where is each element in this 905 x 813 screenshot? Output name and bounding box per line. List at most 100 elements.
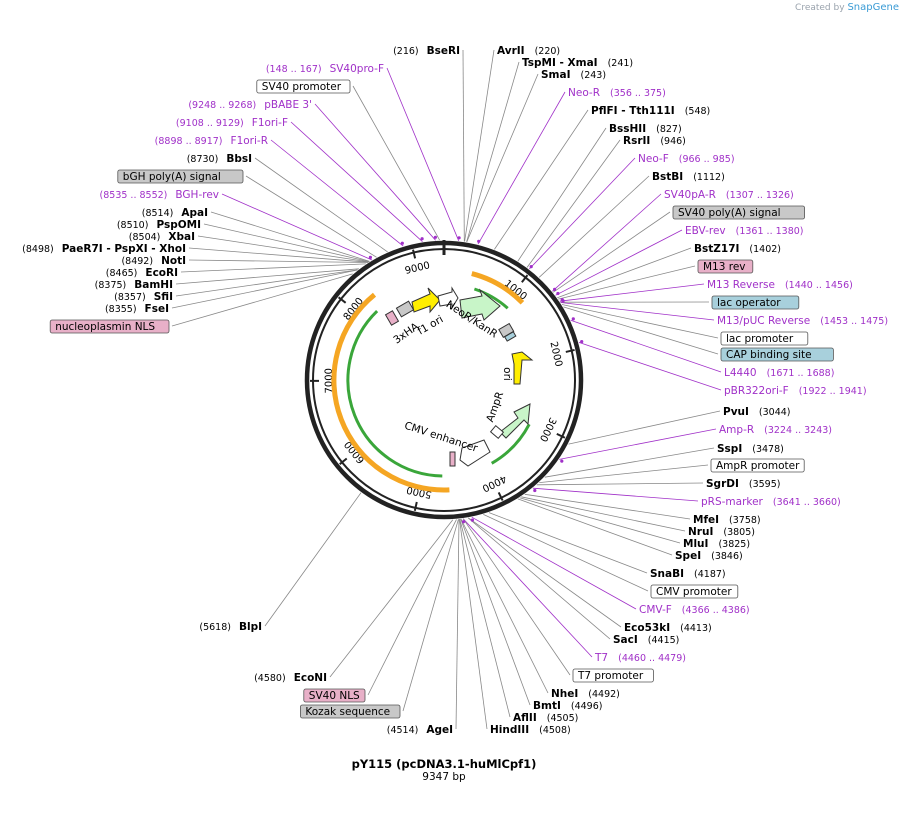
feature-box [650,584,739,599]
enzyme-name: Eco53kI [624,622,670,634]
feature-label: CAP binding site [726,349,812,361]
leader-line [483,514,649,592]
nucleoplasmin-nls-box [384,310,400,326]
leader-line [578,342,722,391]
leader-line [459,519,511,718]
map-label: BlpI(5618) [199,621,262,633]
inner-feature-label: f1 ori [416,313,446,337]
site-position: (4496) [571,701,603,712]
leader-line [552,211,671,293]
enzyme-name: BstZ17I [694,243,739,255]
site-position: (548) [685,106,711,117]
primer-site-mark [433,235,437,239]
leader-line [570,319,722,373]
cmv-enhancer-arrow [459,439,491,467]
primer-site-mark [461,520,466,524]
enzyme-name: NheI [551,688,578,700]
map-label: MluI(3825) [683,538,750,550]
site-position: (1922 .. 1941) [799,386,867,397]
map-label: nucleoplasmin NLS [49,319,170,334]
site-position: (1453 .. 1475) [820,316,888,327]
label-leaders [171,49,722,730]
leader-line [468,517,622,628]
feature-label: bGH poly(A) signal [123,171,221,183]
site-position: (1402) [749,244,781,255]
map-label: BGH-rev(8535 .. 8552) [100,189,219,201]
leader-line [559,428,717,460]
map-label: BamHI(8375) [95,279,173,291]
enzyme-name: PspOMI [156,219,201,231]
inner-feature-label: ori [501,367,513,381]
ruler-tick [521,274,529,283]
ruler-tick [412,249,417,259]
map-label: Eco53kI(4413) [624,622,712,634]
primer-name: EBV-rev [685,225,726,237]
primer-name: T7 [594,652,608,664]
ruler-tick [556,433,566,439]
site-position: (946) [660,136,686,147]
ruler-tick-label: 3000 [537,415,558,443]
feature-label: SV40 promoter [262,81,342,93]
enzyme-name: BmtI [533,700,561,712]
site-position: (4508) [539,725,571,736]
leader-line [561,304,719,339]
map-label: T7 promoter [572,668,654,683]
site-position: (8465) [106,268,138,279]
site-position: (3478) [752,444,784,455]
enzyme-name: MfeI [693,514,719,526]
map-label: pBR322ori-F(1922 .. 1941) [724,385,867,397]
feature-box [697,259,754,274]
site-position: (8498) [22,244,54,255]
neor-orange-arc [471,271,525,305]
feature-box [117,169,244,184]
map-label: EBV-rev(1361 .. 1380) [685,225,804,237]
feature-label: CMV promoter [656,586,732,598]
feature-box [672,205,806,220]
map-label: RsrII(946) [623,135,686,147]
map-label: M13/pUC Reverse (1453 .. 1475) [717,315,888,327]
ruler-tick [339,457,348,465]
enzyme-name: BamHI [134,279,173,291]
map-label: NruI(3805) [688,526,755,538]
map-label: pBABE 3'(9248 .. 9268) [188,99,312,111]
map-label: MfeI(3758) [693,514,761,526]
primer-name: SV40pA-R [664,189,716,201]
map-label: BstBI(1112) [652,171,725,183]
primer-site-mark [470,518,474,522]
leader-line [175,268,359,285]
map-label: SspI (3478) [717,443,784,455]
cpf1-cds-green-arc [346,310,443,478]
enzyme-name: AvrII [497,45,525,57]
primer-site-mark [457,236,461,240]
leader-line [559,283,705,302]
map-label: F1ori-R(8898 .. 8917) [155,135,268,147]
ampr-arrow [499,403,531,439]
enzyme-name: PvuI [723,406,749,418]
snapgene-logo-text: SnapGene [847,2,899,13]
enzyme-name: XbaI [168,231,195,243]
primer-name: Amp-R [719,424,754,436]
leader-line [477,91,566,245]
site-position: (243) [581,70,607,81]
map-label: SnaBI(4187) [650,568,726,580]
inner-feature-label: 3xHA [391,320,421,346]
map-label: SmaI (243) [541,69,606,81]
enzyme-name: SspI [717,443,742,455]
map-label: T7(4460 .. 4479) [594,652,686,664]
primer-name: F1ori-R [231,135,268,147]
site-position: (8357) [114,292,146,303]
primer-name: M13/pUC Reverse [717,315,810,327]
enzyme-name: SmaI [541,69,571,81]
leader-line [314,103,436,241]
site-position: (4514) [387,725,419,736]
ruler-tick-label: 2000 [547,341,563,368]
leader-line [462,518,571,676]
inner-feature-label: CMV enhancer [403,420,480,455]
leader-line [558,265,696,300]
enzyme-name: SgrDI [706,478,739,490]
feature-box [572,668,654,683]
map-label: EcoNI(4580) [254,672,327,684]
leader-line [188,259,368,263]
feature-box [256,79,351,94]
site-position: (5618) [199,622,231,633]
